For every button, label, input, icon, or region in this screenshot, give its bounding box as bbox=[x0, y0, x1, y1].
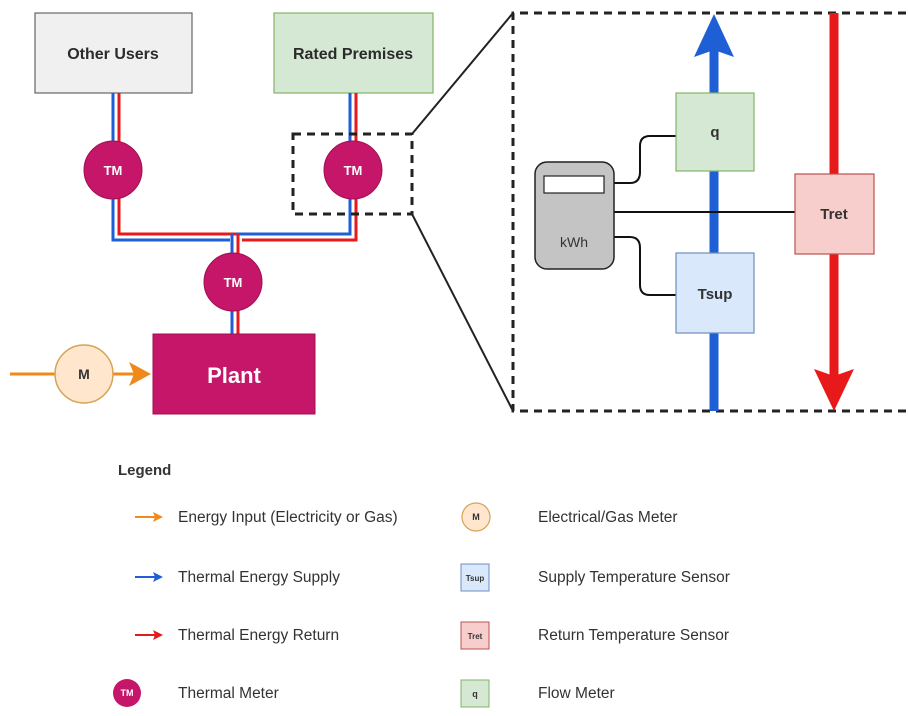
rated-premises-label: Rated Premises bbox=[293, 46, 413, 63]
electrical-gas-meter bbox=[54, 344, 114, 404]
detail-supply-arrowhead bbox=[694, 14, 734, 57]
legend-item-thermal-supply: Thermal Energy Supply bbox=[178, 569, 340, 586]
svg-text:Tsup: Tsup bbox=[466, 574, 485, 583]
legend-item-thermal-meter: Thermal Meter bbox=[178, 685, 279, 702]
detail-wires bbox=[614, 135, 796, 296]
thermal-meter-center: TM bbox=[203, 252, 263, 312]
flow-meter-icon: q bbox=[460, 679, 490, 708]
legend: Legend TM Energy Input (Electricity or G… bbox=[113, 462, 730, 708]
svg-text:M: M bbox=[472, 512, 480, 522]
rated-premises-box: Rated Premises bbox=[273, 12, 434, 94]
kwh-label: kWh bbox=[560, 234, 588, 250]
thermal-meter-right-label: TM bbox=[344, 163, 363, 178]
svg-text:TM: TM bbox=[121, 688, 134, 698]
meter-icon: M bbox=[461, 502, 491, 532]
kwh-display bbox=[543, 175, 605, 194]
red-arrow-icon bbox=[135, 630, 163, 640]
tret-icon: Tret bbox=[460, 621, 490, 650]
legend-item-electrical-gas-meter: Electrical/Gas Meter bbox=[538, 509, 678, 526]
flow-meter-q: q bbox=[675, 92, 755, 172]
plant-label: Plant bbox=[207, 363, 261, 388]
right-supply-pipe bbox=[236, 93, 352, 236]
legend-item-return-temp-sensor: Return Temperature Sensor bbox=[538, 627, 729, 644]
legend-item-thermal-return: Thermal Energy Return bbox=[178, 627, 339, 644]
blue-arrow-icon bbox=[135, 572, 163, 582]
flow-meter-q-label: q bbox=[710, 124, 719, 141]
detail-return-arrowhead bbox=[814, 369, 854, 411]
return-temperature-sensor: Tret bbox=[794, 173, 875, 255]
thermal-meter-right: TM bbox=[323, 140, 383, 200]
legend-item-supply-temp-sensor: Supply Temperature Sensor bbox=[538, 569, 730, 586]
svg-text:Tret: Tret bbox=[468, 632, 483, 641]
legend-title: Legend bbox=[118, 462, 171, 479]
thermal-meter-center-label: TM bbox=[224, 275, 243, 290]
meter-label: M bbox=[78, 366, 90, 382]
energy-input: M bbox=[10, 344, 151, 404]
tret-label: Tret bbox=[820, 206, 848, 223]
tsup-label: Tsup bbox=[698, 286, 733, 303]
legend-item-flow-meter: Flow Meter bbox=[538, 685, 615, 702]
detail-view: q Tsup Tret kWh bbox=[534, 13, 875, 411]
svg-text:q: q bbox=[472, 689, 478, 699]
zoom-line-bottom bbox=[411, 213, 514, 412]
energy-input-arrowhead bbox=[129, 362, 151, 386]
plant-box: Plant bbox=[152, 333, 316, 415]
other-users-box: Other Users bbox=[34, 12, 193, 94]
thermal-meter-left: TM bbox=[83, 140, 143, 200]
left-return-pipe bbox=[117, 93, 236, 236]
thermal-meter-left-label: TM bbox=[104, 163, 123, 178]
legend-item-energy-input: Energy Input (Electricity or Gas) bbox=[178, 509, 398, 526]
orange-arrow-icon bbox=[135, 512, 163, 522]
kwh-meter: kWh bbox=[534, 161, 615, 270]
other-users-label: Other Users bbox=[67, 46, 159, 63]
zoom-source-box bbox=[291, 132, 414, 216]
supply-temperature-sensor: Tsup bbox=[675, 252, 755, 334]
thermal-meter-icon: TM bbox=[113, 679, 141, 707]
tsup-icon: Tsup bbox=[460, 563, 490, 592]
zoom-line-top bbox=[411, 12, 514, 135]
